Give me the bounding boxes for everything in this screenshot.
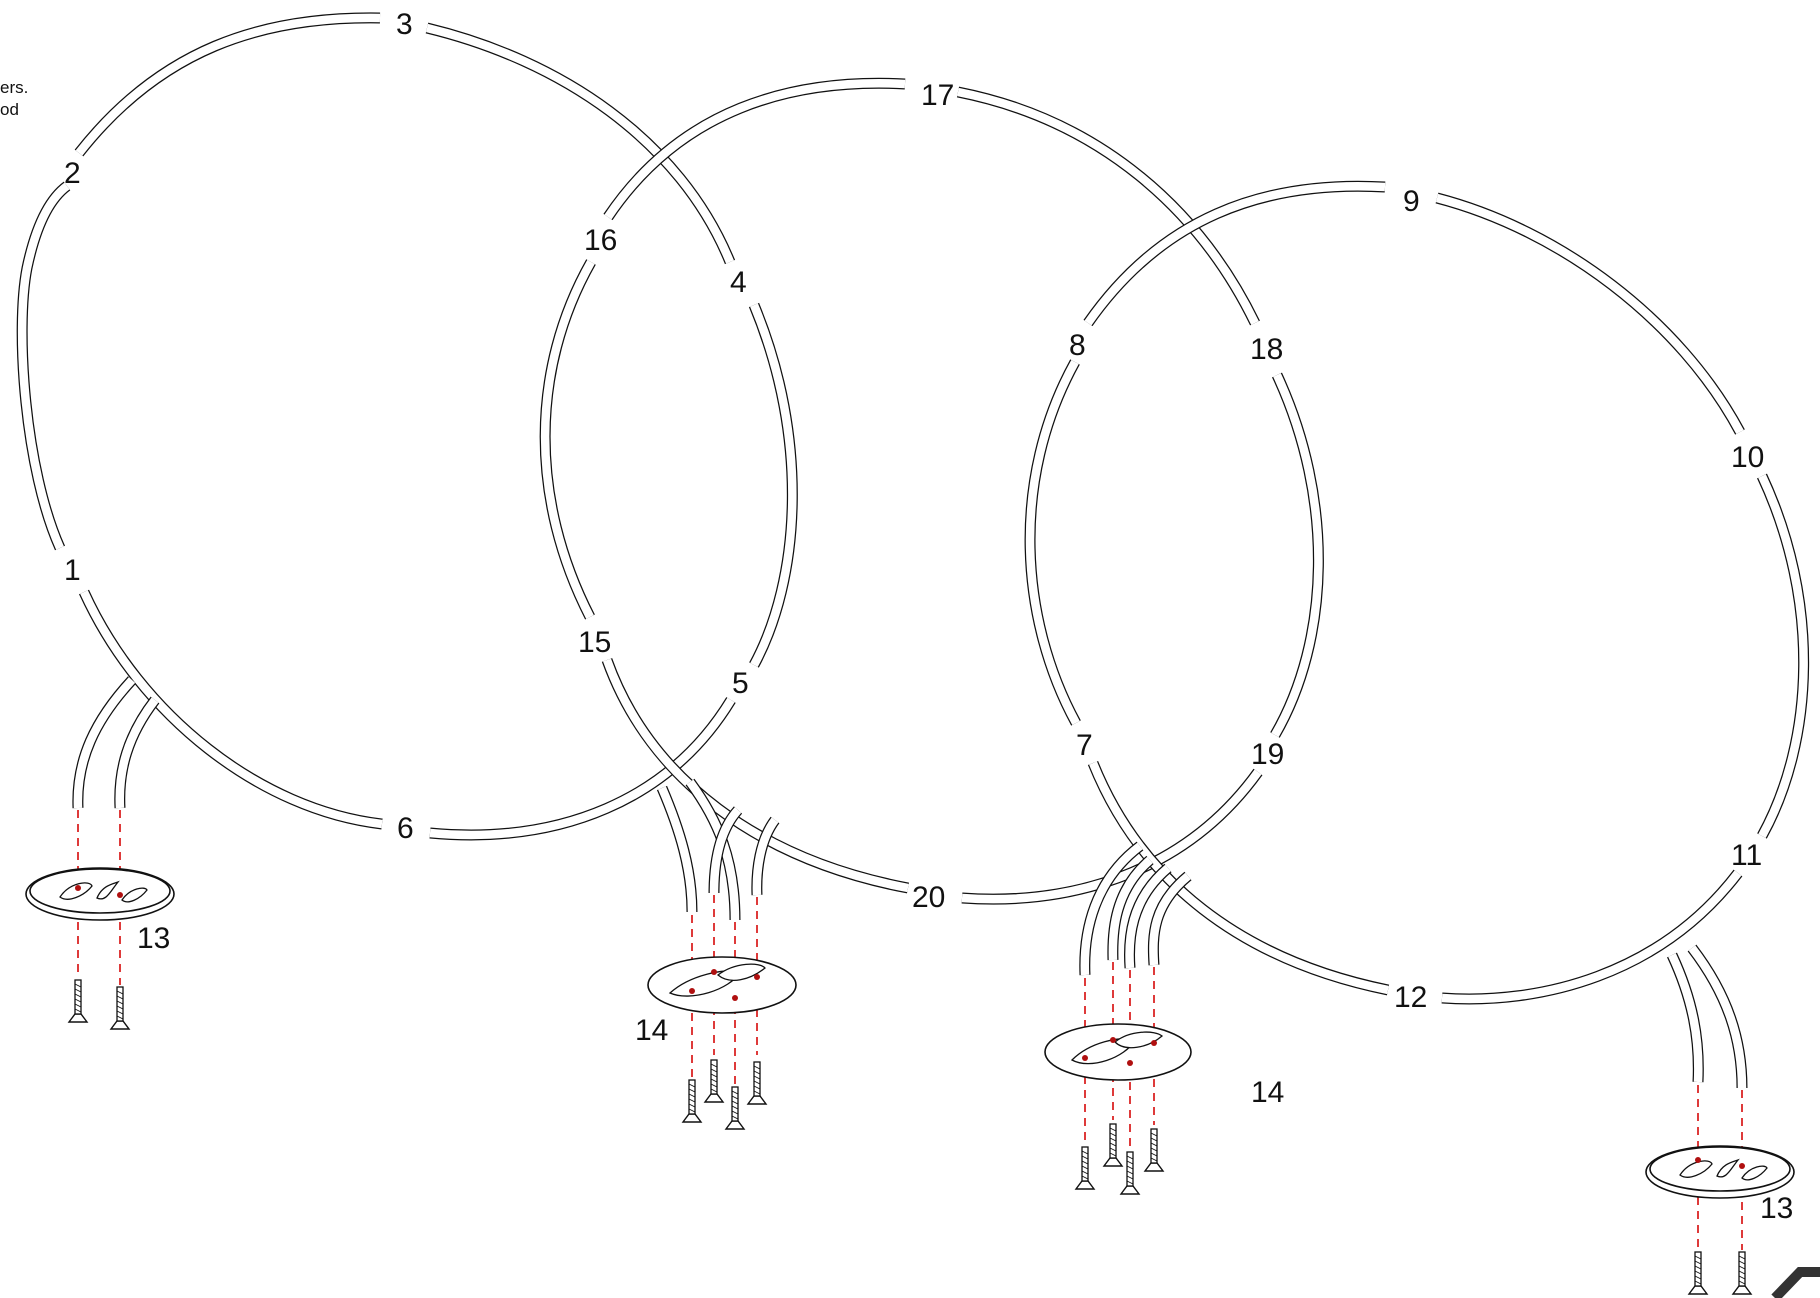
- screw: [1688, 1251, 1708, 1295]
- leg-tubes-center-left: [656, 778, 780, 921]
- part-label-19: 19: [1251, 738, 1284, 771]
- part-label-8: 8: [1069, 329, 1086, 362]
- screw: [68, 979, 88, 1023]
- part-label-10: 10: [1731, 441, 1764, 474]
- part-label-13-left: 13: [137, 922, 170, 955]
- screws: [68, 979, 1752, 1295]
- leg-tubes-right: [1667, 944, 1748, 1089]
- part-label-6: 6: [397, 812, 414, 845]
- part-label-5: 5: [732, 667, 749, 700]
- part-label-1: 1: [64, 554, 81, 587]
- screw: [110, 986, 130, 1030]
- tube-segment-18: [1270, 372, 1324, 738]
- part-label-11: 11: [1731, 839, 1762, 872]
- part-label-9: 9: [1403, 185, 1420, 218]
- screw: [1732, 1251, 1752, 1295]
- tube-segment-16: [603, 77, 906, 221]
- base-plate-center-left: [647, 956, 797, 1014]
- tube-segment-1: [16, 181, 71, 551]
- alignment-guides: [77, 810, 1743, 1250]
- screw: [1103, 1123, 1123, 1167]
- screw: [704, 1059, 724, 1103]
- tube-segment-10: [1757, 473, 1810, 839]
- tube-segment-2: [74, 12, 381, 157]
- part-label-2: 2: [64, 157, 81, 190]
- screw: [1120, 1151, 1140, 1195]
- tube-segment-12: [1087, 760, 1390, 996]
- tube-segment-15: [539, 259, 596, 620]
- part-label-14-right: 14: [1251, 1076, 1284, 1109]
- tube-segment-19: [961, 768, 1263, 905]
- tube-segment-5: [429, 697, 736, 841]
- part-label-16: 16: [584, 224, 617, 257]
- tube-segment-6: [78, 589, 383, 830]
- tube-segment-7: [1024, 359, 1081, 726]
- tube-segment-4: [748, 302, 798, 668]
- screw: [682, 1079, 702, 1123]
- ring-3: [1024, 180, 1810, 1089]
- tube-segment-11: [1441, 869, 1743, 1005]
- screw: [725, 1086, 745, 1130]
- base-plate-left: [25, 867, 175, 921]
- screw: [1075, 1146, 1095, 1190]
- part-label-20: 20: [912, 881, 945, 914]
- leg-tubes-left: [72, 676, 160, 809]
- part-label-14-left: 14: [635, 1014, 668, 1047]
- text-fragment-line-2: od: [0, 100, 19, 119]
- page-corner-mark: [1771, 1267, 1820, 1298]
- base-plate-right: [1645, 1145, 1795, 1199]
- tube-segment-20: [601, 658, 910, 894]
- part-label-3: 3: [396, 8, 413, 41]
- part-label-4: 4: [730, 266, 747, 299]
- tube-segment-9: [1435, 192, 1745, 435]
- part-label-12: 12: [1394, 981, 1427, 1014]
- ring-1: [16, 12, 798, 841]
- part-labels: 1 2 3 4 5 6 7 8 9 10 11 12 14 15 16 17 1…: [64, 8, 1793, 1225]
- base-plate-center-right: [1044, 1023, 1192, 1081]
- part-label-15: 15: [578, 626, 611, 659]
- part-label-17: 17: [921, 79, 954, 112]
- ring-2: [539, 77, 1324, 921]
- screw: [747, 1061, 767, 1105]
- screw: [1144, 1128, 1164, 1172]
- text-fragment-line-1: ers.: [0, 78, 29, 97]
- part-label-7: 7: [1076, 729, 1093, 762]
- tube-segment-17: [956, 86, 1260, 326]
- leg-tubes-center-right: [1079, 841, 1192, 976]
- part-label-13-right: 13: [1760, 1192, 1793, 1225]
- part-label-18: 18: [1250, 333, 1283, 366]
- tube-segment-3: [425, 22, 736, 265]
- truncated-instruction-text: ers. od: [0, 77, 28, 121]
- tube-segment-8: [1083, 180, 1386, 327]
